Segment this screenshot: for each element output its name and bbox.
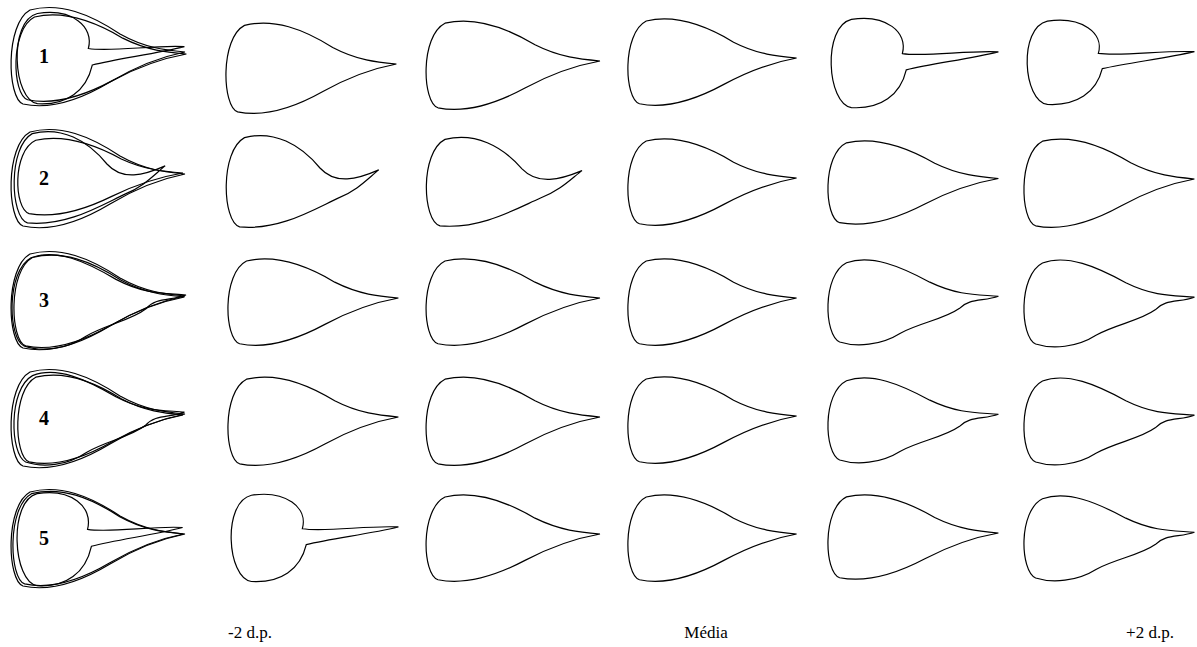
- row-number: 5: [37, 527, 51, 549]
- row-number: 2: [37, 167, 51, 189]
- row-number: 3: [37, 289, 51, 311]
- axis-label: +2 d.p.: [1126, 624, 1174, 641]
- axis-label: -2 d.p.: [228, 624, 272, 641]
- axis-label: Média: [684, 624, 727, 641]
- row-number: 4: [37, 407, 51, 429]
- row-number: 1: [37, 45, 51, 67]
